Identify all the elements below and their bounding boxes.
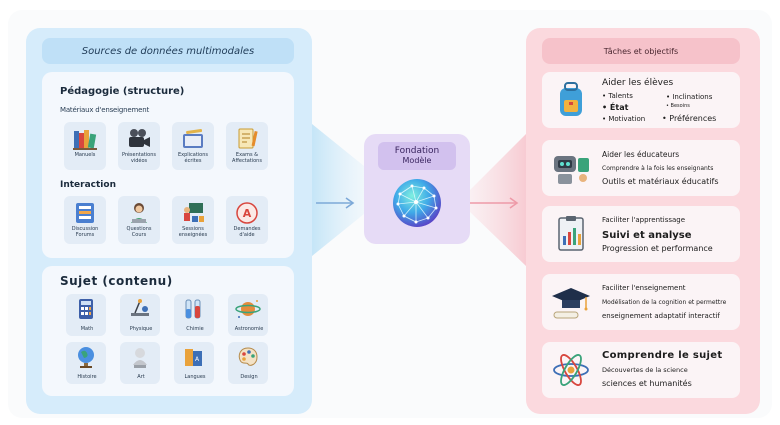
student-icon — [131, 203, 147, 223]
tile-label: Manuels — [74, 152, 96, 158]
tile-art: Art — [120, 342, 160, 384]
tile-label: Histoire — [77, 374, 97, 380]
right-beam — [470, 134, 526, 266]
forum-icon — [76, 203, 94, 223]
svg-text:A: A — [195, 356, 200, 363]
left-arrow-icon — [316, 197, 355, 209]
task1-item: • Inclinations — [666, 93, 713, 101]
svg-text:A: A — [243, 207, 252, 220]
task4-line2: Modélisation de la cognition et permettr… — [602, 299, 727, 306]
language-books-icon: A — [185, 349, 202, 366]
task4-line3: enseignement adaptatif interactif — [602, 312, 720, 320]
tile-label: Math — [80, 326, 94, 332]
task4-title: Faciliter l'enseignement — [602, 284, 686, 292]
tile-exams-assignments: Exams &Affectations — [226, 122, 268, 170]
clipboard-chart-icon — [558, 216, 584, 251]
interaction-subtitle: Interaction — [60, 180, 116, 190]
exam-paper-icon — [238, 128, 258, 149]
task2-line2: Comprendre à la fois les enseignants — [602, 165, 714, 172]
task1-title: Aider les élèves — [602, 78, 674, 88]
tile-textbooks: Manuels — [64, 122, 106, 170]
tile-label: Langues — [184, 374, 206, 380]
left-beam — [312, 124, 364, 256]
task1-item: • Préférences — [662, 114, 717, 123]
task3-title: Faciliter l'apprentissage — [602, 216, 686, 224]
neural-sphere-icon — [393, 179, 441, 227]
task-help-students: Aider les élèves • Talents • État • Moti… — [542, 72, 740, 128]
physics-icon — [131, 299, 149, 316]
tile-label: Astronomie — [234, 326, 264, 332]
task-facilitate-learning: Faciliter l'apprentissage Suivi et analy… — [542, 206, 740, 262]
calculator-icon — [79, 299, 93, 319]
data-sources-title: Sources de données multimodales — [42, 38, 294, 64]
task1-item: • Motivation — [602, 115, 646, 123]
test-tubes-icon — [185, 299, 201, 319]
foundation-model-title: Fondation Modèle — [378, 142, 456, 170]
classroom-icon — [184, 203, 204, 222]
atom-icon — [553, 354, 589, 386]
pedagogy-title: Pédagogie (structure) — [60, 86, 185, 97]
tasks-title: Tâches et objectifs — [542, 38, 740, 64]
task5-title: Comprendre le sujet — [602, 350, 723, 361]
tile-label: Design — [240, 374, 258, 380]
graduation-cap-icon — [552, 288, 590, 319]
tile-history: Histoire — [66, 342, 106, 384]
globe-icon — [78, 347, 94, 368]
tile-label: Chimie — [186, 326, 204, 332]
task-understand-subject: Comprendre le sujet Découvertes de la sc… — [542, 342, 740, 398]
robot-teacher-icon — [554, 156, 589, 184]
notebook-icon — [183, 129, 203, 148]
task3-line3: Progression et performance — [602, 244, 713, 253]
grade-a-icon: A — [236, 202, 258, 224]
task1-item: • État — [602, 103, 629, 112]
task5-line2: Découvertes de la science — [602, 366, 688, 374]
bust-icon — [133, 348, 147, 368]
tile-languages: A Langues — [174, 342, 214, 384]
tile-physics: Physique — [120, 294, 160, 336]
tile-chemistry: Chimie — [174, 294, 214, 336]
books-icon — [73, 130, 97, 150]
foundation-title-line1: Fondation — [394, 146, 440, 156]
tile-label: Art — [137, 374, 145, 380]
planet-icon — [235, 300, 261, 318]
subject-title: Sujet (contenu) — [60, 274, 173, 288]
task5-line3: sciences et humanités — [602, 379, 692, 388]
task2-title: Aider les éducateurs — [602, 150, 680, 159]
task3-line2: Suivi et analyse — [602, 230, 692, 241]
tile-design: Design — [228, 342, 268, 384]
tile-math: Math — [66, 294, 106, 336]
task-help-educators: Aider les éducateurs Comprendre à la foi… — [542, 140, 740, 196]
task2-line3: Outils et matériaux éducatifs — [602, 177, 719, 186]
task1-item: • Besoins — [666, 103, 690, 109]
tile-label: Physique — [129, 326, 153, 332]
materials-subtitle: Matériaux d'enseignement — [60, 106, 149, 114]
tile-astronomy: Astronomie — [228, 294, 268, 336]
task-facilitate-teaching: Faciliter l'enseignement Modélisation de… — [542, 274, 740, 330]
task1-item: • Talents — [602, 92, 633, 100]
foundation-title-line2: Modèle — [402, 156, 432, 165]
tile-label: Exams &Affectations — [232, 152, 262, 164]
palette-icon — [238, 347, 258, 366]
video-camera-icon — [129, 129, 150, 147]
backpack-icon — [560, 82, 582, 116]
